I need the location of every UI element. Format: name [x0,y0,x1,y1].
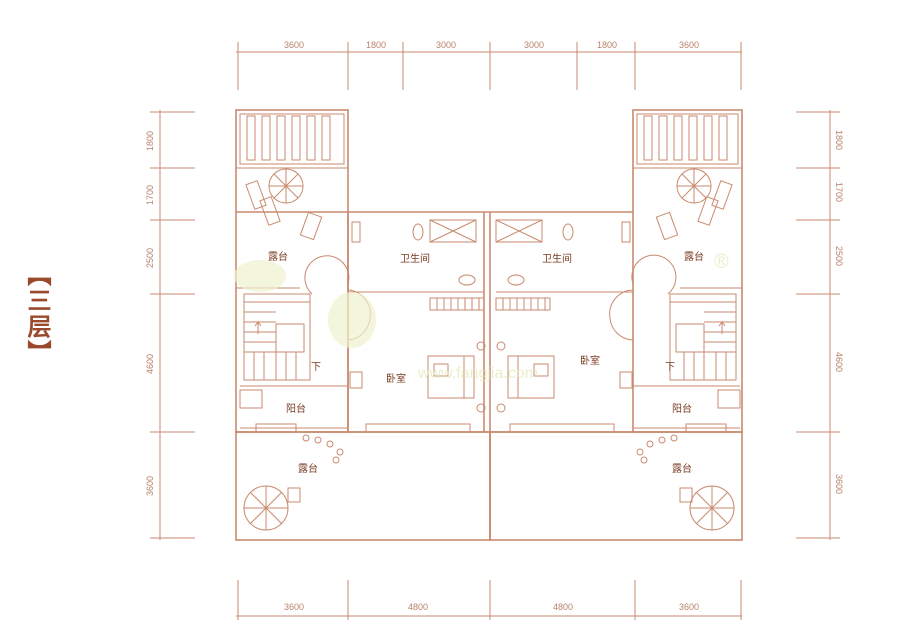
left-dim-4: 4600 [145,354,155,374]
sink-right-icon [507,274,525,286]
shower-left [429,219,477,243]
label-terrace-top-right: 露台 [684,250,704,263]
umbrella-bottom-left-icon [243,485,301,531]
left-dimension-chain [150,110,195,540]
label-stair-down-right: 下 [665,362,675,373]
right-dim-3: 2500 [834,246,844,266]
top-dim-4: 3000 [524,40,544,50]
top-dim-5: 1800 [597,40,617,50]
label-terrace-bottom-left: 露台 [298,462,318,475]
watermark-registered: ® [714,251,729,273]
wardrobe-right [495,297,551,311]
right-dim-1: 1800 [834,130,844,150]
top-dimension-labels: 3600 1800 3000 3000 1800 3600 [284,40,699,50]
lounger-top-right-icon [655,180,733,241]
left-dimension-labels: 1800 1700 2500 4600 3600 [145,131,155,496]
top-dimension-chain [236,42,742,90]
bottom-dimension-chain [236,580,742,620]
left-dim-2: 1700 [145,185,155,205]
corridor-round-right-lower [609,289,634,341]
exterior-walls [235,109,743,541]
bed-right [496,341,555,413]
desk-left [349,371,363,389]
stair-left [243,293,311,381]
bed-left [427,341,486,413]
wardrobe-left [429,297,485,311]
bottom-dim-3: 4800 [553,602,573,612]
right-dimension-labels: 1800 1700 2500 4600 3600 [834,130,844,494]
left-dim-1: 1800 [145,131,155,151]
planter-right-icon [636,434,678,464]
right-dim-2: 1700 [834,182,844,202]
right-dimension-chain [796,110,840,540]
corridor-round-right [631,254,677,295]
label-terrace-top-left: 露台 [268,250,288,263]
planter-left-icon [302,434,344,464]
top-dim-3: 3000 [436,40,456,50]
toilet-left-icon [412,223,424,241]
lounger-top-left-icon [245,180,323,241]
room-labels: 露台 露台 卫生间 卫生间 卧室 卧室 阳台 阳台 露台 露台 下 下 [268,250,704,475]
bottom-dim-1: 3600 [284,602,304,612]
railing-top-left [239,113,345,165]
desk-right [619,371,633,389]
umbrella-top-right-icon [676,168,712,204]
left-dim-3: 2500 [145,248,155,268]
sink-left-icon [458,274,476,286]
railing-top-right [636,113,739,165]
label-bedroom-left: 卧室 [386,372,406,385]
floor-title: 【三层】 [23,262,51,366]
right-dim-5: 3600 [834,474,844,494]
toilet-right-icon [562,223,574,241]
corridor-round-left [304,255,350,295]
bottom-dimension-labels: 3600 4800 4800 3600 [284,602,699,612]
bottom-dim-2: 4800 [408,602,428,612]
label-balcony-left: 阳台 [286,402,306,415]
label-bathroom-left: 卫生间 [400,252,430,265]
stair-right [669,293,737,381]
bottom-dim-4: 3600 [679,602,699,612]
watermark: ® www.fangjia.com [234,251,729,382]
label-stair-down-left: 下 [311,362,321,373]
umbrella-bottom-right-icon [679,485,735,531]
shower-right [495,219,543,243]
watermark-url: www.fangjia.com [417,365,538,382]
umbrella-top-left-icon [268,168,304,204]
left-dim-5: 3600 [145,476,155,496]
right-dim-4: 4600 [834,352,844,372]
label-balcony-right: 阳台 [672,402,692,415]
top-dim-1: 3600 [284,40,304,50]
label-terrace-bottom-right: 露台 [672,462,692,475]
top-dim-6: 3600 [679,40,699,50]
label-bathroom-right: 卫生间 [542,252,572,265]
label-bedroom-right: 卧室 [580,354,600,367]
top-dim-2: 1800 [366,40,386,50]
